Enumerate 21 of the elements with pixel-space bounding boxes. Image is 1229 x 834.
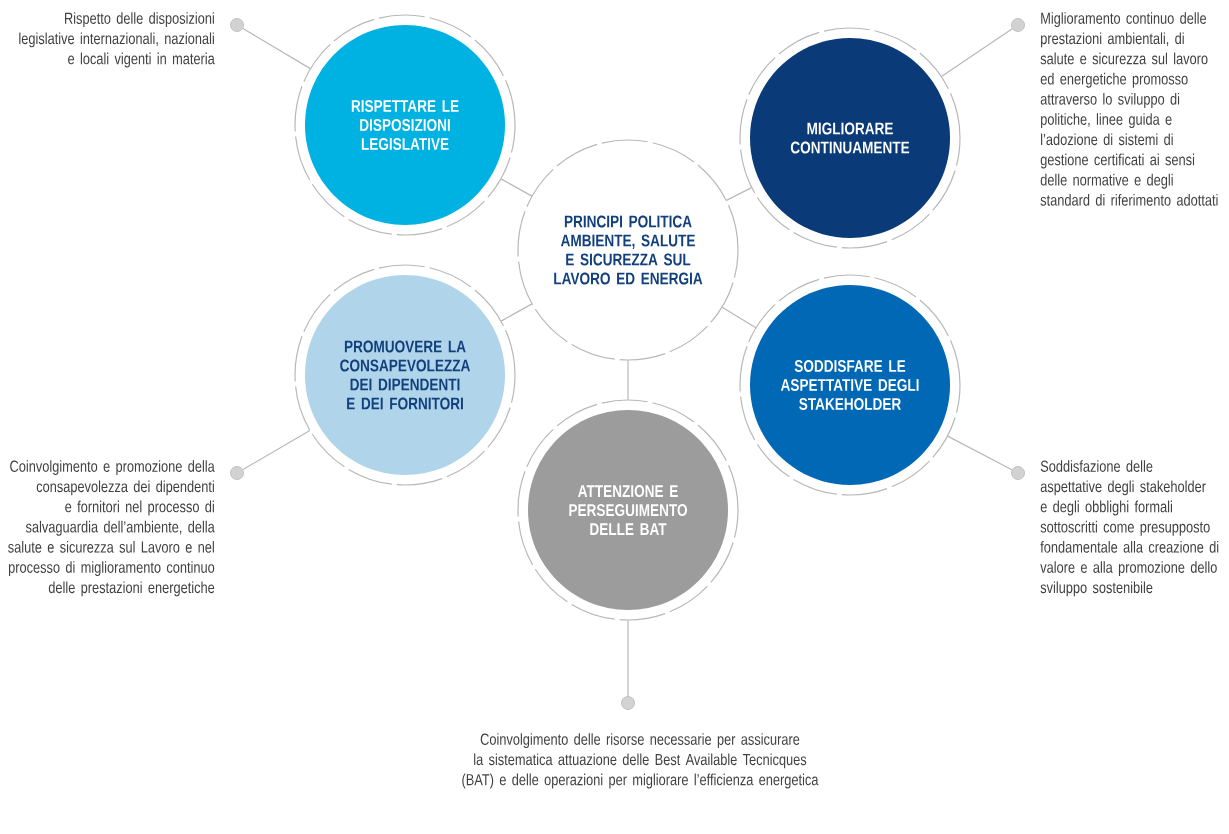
leader-line xyxy=(947,435,1013,471)
circle-node: RISPETTARE LE DISPOSIZIONI LEGISLATIVE xyxy=(294,14,516,236)
description-text: Coinvolgimento delle risorse necessarie per assicurare la sistematica attuazione delle Best Available Tecnicques (BAT) e delle operazioni per migliorare l’efficienza energetica xyxy=(462,733,819,789)
description-text: Soddisfazione delle aspettative degli stakeholder e degli obblighi formali sottoscritti come presupposto fondamentale alla creazione di valore e alla promozione dello sviluppo sostenibile xyxy=(1040,460,1219,597)
description-text: Rispetto delle disposizioni legislative internazionali, nazionali e locali vigenti in materia xyxy=(19,12,215,68)
circle-node: MIGLIORARE CONTINUAMENTE xyxy=(739,27,961,249)
leader-line xyxy=(242,27,311,70)
leader-line xyxy=(242,429,311,471)
circle-node: PRINCIPI POLITICA AMBIENTE, SALUTE E SICUREZZA SUL LAVORO ED ENERGIA xyxy=(517,139,739,361)
connector-line xyxy=(500,303,533,322)
connector-line xyxy=(721,306,757,329)
circle-node: PROMUOVERE LA CONSAPEVOLEZZA DEI DIPENDENTI E DEI FORNITORI xyxy=(294,264,516,486)
leader-line xyxy=(627,619,629,697)
leader-line xyxy=(940,28,1013,78)
connector-line xyxy=(627,359,629,401)
circle-node: SODDISFARE LE ASPETTATIVE DEGLI STAKEHOLDER xyxy=(739,274,961,496)
connector-line xyxy=(500,178,533,197)
connector-line xyxy=(725,187,753,201)
circle-node: ATTENZIONE E PERSEGUIMENTO DELLE BAT xyxy=(517,399,739,621)
description-text: Miglioramento continuo delle prestazioni ambientali, di salute e sicurezza sul lavoro ed energetiche promosso attraverso lo sviluppo di politiche, linee guida e l’adozione di sistemi di gestione certificati ai sensi delle normative e degli standard di riferimento adottati xyxy=(1040,12,1218,206)
description-text: Coinvolgimento e promozione della consapevolezza dei dipendenti e fornitori nel processo di salvaguardia dell’ambiente, della salute e sicurezza sul Lavoro e nel processo di miglioramento continuo delle prestazioni energetiche xyxy=(8,460,215,597)
